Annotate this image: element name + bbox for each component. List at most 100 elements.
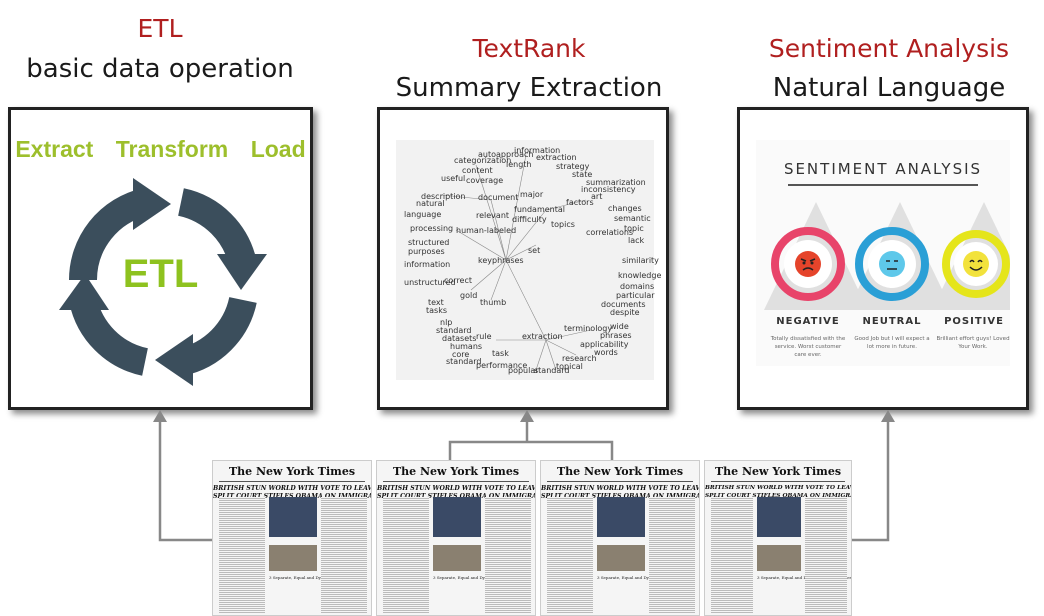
etl-subtitle: basic data operation <box>26 54 294 84</box>
newspaper-photo <box>597 545 645 571</box>
word: topic <box>624 224 644 233</box>
word: extraction <box>536 153 577 162</box>
sentiment-label-neutral: NEUTRAL <box>862 316 922 327</box>
textrank-title: TextRank <box>472 34 586 63</box>
word: changes <box>608 204 642 213</box>
etl-title: ETL <box>137 14 183 43</box>
newspaper-headline: BRITISH STUN WORLD WITH VOTE TO LEAVE E.… <box>705 485 851 491</box>
word: similarity <box>622 256 659 265</box>
word: topics <box>551 220 575 229</box>
word: documents <box>601 300 646 309</box>
newspaper-photo <box>757 545 801 571</box>
word: standard <box>534 366 570 375</box>
word: core <box>452 350 470 359</box>
word: factors <box>566 198 594 207</box>
word: topical <box>556 362 583 371</box>
etl-extract-label: Extract <box>15 136 94 162</box>
sentiment-infographic: SENTIMENT ANALYSIS <box>756 140 1010 366</box>
newspaper-2: The New York Times BRITISH STUN WORLD WI… <box>376 460 536 616</box>
etl-center-label: ETL <box>122 252 199 296</box>
word: humans <box>450 342 483 351</box>
newspaper-headline: BRITISH STUN WORLD WITH VOTE TO LEAVE E.… <box>377 485 536 492</box>
word: useful <box>441 174 466 183</box>
word: standard <box>446 357 482 366</box>
word: keyphrases <box>478 256 524 265</box>
sentiment-subtitle: Natural Language <box>772 73 1006 103</box>
word: particular <box>616 291 655 300</box>
newspaper-column <box>219 497 265 613</box>
word: popular <box>508 366 539 375</box>
newspaper-3: The New York Times BRITISH STUN WORLD WI… <box>540 460 700 616</box>
newspaper-subhead: 3 Separate, Equal and Dysfunctional Bran… <box>597 575 692 580</box>
word: content <box>462 166 493 175</box>
sentiment-title: Sentiment Analysis <box>768 34 1010 63</box>
newspaper-column <box>711 497 753 613</box>
newspaper-masthead: The New York Times <box>556 465 684 478</box>
newspaper-photo <box>433 497 481 537</box>
newspaper-headline: SPLIT COURT STIFLES OBAMA ON IMMIGRATION <box>705 492 851 499</box>
word: applicability <box>580 340 629 349</box>
word: wide <box>610 322 629 331</box>
word: domains <box>620 282 655 291</box>
newspaper-masthead: The New York Times <box>392 465 520 478</box>
word: phrases <box>600 331 632 340</box>
newspaper-4: The New York Times BRITISH STUN WORLD WI… <box>704 460 852 616</box>
word: state <box>572 170 593 179</box>
word: relevant <box>476 211 510 220</box>
word: lack <box>628 236 645 245</box>
newspaper-headline: SPLIT COURT STIFLES OBAMA ON IMMIGRATION <box>213 492 371 500</box>
newspaper-masthead: The New York Times <box>714 465 842 478</box>
newspaper-subhead: 3 Separate, Equal and Dysfunctional Bran… <box>269 575 364 580</box>
textrank-graph: autoapproach information extraction cate… <box>396 140 661 380</box>
newspaper-column <box>649 497 695 613</box>
word: despite <box>610 308 640 317</box>
sentiment-panel: SENTIMENT ANALYSIS <box>737 107 1029 410</box>
word: inconsistency <box>581 185 636 194</box>
word: tasks <box>426 306 448 315</box>
newspaper-photo <box>269 497 317 537</box>
word: purposes <box>408 247 445 256</box>
etl-panel: Extract Transform Load ETL <box>8 107 313 410</box>
newspaper-subhead: 3 Separate, Equal and Dysfunctional Bran… <box>433 575 528 580</box>
word: document <box>478 193 519 202</box>
sentiment-label-positive: POSITIVE <box>944 316 1004 327</box>
word: human-labeled <box>456 226 517 235</box>
word: research <box>562 354 597 363</box>
newspaper-photo <box>433 545 481 571</box>
word: terminology <box>564 324 613 333</box>
newspaper-photo <box>269 545 317 571</box>
word: set <box>528 246 541 255</box>
neutral-face-icon <box>879 251 905 277</box>
word: summarization <box>586 178 646 187</box>
word: strategy <box>556 162 590 171</box>
word: fundamental <box>514 205 565 214</box>
newspaper-headline: SPLIT COURT STIFLES OBAMA ON IMMIGRATION <box>377 492 535 500</box>
newspaper-column <box>321 497 367 613</box>
word: nlp <box>440 318 453 327</box>
sentiment-label-negative: NEGATIVE <box>776 316 840 327</box>
newspaper-masthead: The New York Times <box>228 465 356 478</box>
word: performance <box>476 361 528 370</box>
word: art <box>591 192 603 201</box>
textrank-edges <box>440 154 592 371</box>
word: natural <box>416 199 445 208</box>
word: major <box>520 190 544 199</box>
word: description <box>421 192 466 201</box>
sentiment-desc-neutral: Good Job but I will expect a lot more in… <box>854 336 930 350</box>
word: structured <box>408 238 450 247</box>
newspaper-photo <box>597 497 645 537</box>
word: task <box>492 349 509 358</box>
newspaper-subhead: 3 Separate, Equal and Dysfunctional Bran… <box>757 575 851 580</box>
etl-transform-label: Transform <box>115 136 229 162</box>
word: extraction <box>522 332 563 341</box>
word: datasets <box>442 334 477 343</box>
word: text <box>428 298 444 307</box>
word: autoapproach <box>478 150 534 159</box>
newspaper-headline: BRITISH STUN WORLD WITH VOTE TO LEAVE E.… <box>213 485 372 492</box>
sentiment-desc-negative: Totally dissatisfied with the service. W… <box>770 336 846 358</box>
word: difficulty <box>512 215 547 224</box>
word: correct <box>444 276 473 285</box>
newspaper-column <box>383 497 429 613</box>
newspaper-photo <box>757 497 801 537</box>
